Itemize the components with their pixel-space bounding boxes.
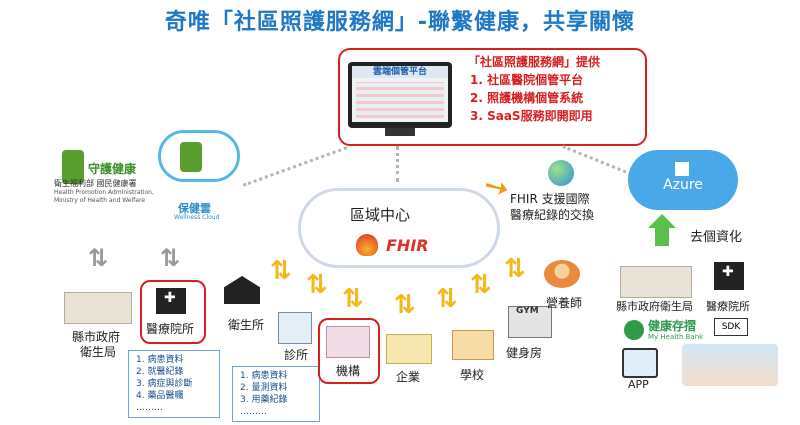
fhir-note-line1: FHIR 支援國際 xyxy=(510,192,590,206)
exchange-arrow-icon: ⇅ xyxy=(342,284,364,314)
nutritionist-label: 營養師 xyxy=(546,296,583,310)
hospital-list-item: 2. 就醫紀錄 xyxy=(136,367,184,377)
hospital-label: 醫療院所 xyxy=(146,322,195,336)
provide-heading: 「社區照護服務網」提供 xyxy=(468,55,601,69)
hospital-list-item: 4. 藥品醫囑 xyxy=(136,391,184,401)
ministry-en-1: Health Promotion Administration, xyxy=(54,189,154,196)
county-label-1: 縣市政府 xyxy=(72,330,121,344)
hospital-icon xyxy=(156,288,186,314)
health-station-label: 衛生所 xyxy=(228,318,265,332)
tablet-icon xyxy=(622,348,658,378)
connector-left xyxy=(242,146,348,187)
exchange-arrow-icon: ⇅ xyxy=(270,256,292,286)
connector-down xyxy=(396,146,399,182)
exchange-arrow-icon: ⇅ xyxy=(504,254,526,284)
school-label: 學校 xyxy=(460,368,485,382)
provide-item: 3. SaaS服務即開即用 xyxy=(470,109,593,123)
exchange-arrow-icon: ⇅ xyxy=(436,284,458,314)
exchange-arrow-icon: ⇅ xyxy=(470,270,492,300)
right-hospital-icon xyxy=(714,262,744,290)
windows-icon xyxy=(675,162,689,176)
gym-label: 健身房 xyxy=(506,346,543,360)
wellness-cloud-icon xyxy=(158,130,240,182)
clinic-building-icon xyxy=(278,312,312,344)
page-title: 奇唯「社區照護服務網」-聯繫健康，共享關懷 xyxy=(164,10,636,35)
globe-icon xyxy=(548,160,574,186)
gym-building-icon xyxy=(508,306,552,338)
county-bureau-building-icon xyxy=(620,266,692,298)
up-arrow-icon xyxy=(648,214,676,228)
fhir-label: FHIR xyxy=(386,236,429,255)
hospital-list-item: ……… xyxy=(136,403,163,413)
health-station-icon xyxy=(224,276,260,304)
hospital-list-item: 1. 病患資料 xyxy=(136,355,184,365)
clinic-data-list xyxy=(232,366,320,422)
county-label-2: 衛生局 xyxy=(80,345,117,359)
family-photo xyxy=(682,344,778,386)
clinic-list-item: 1. 病患資料 xyxy=(240,371,288,381)
nutritionist-icon xyxy=(544,260,580,288)
hospital-cross-icon: ✚ xyxy=(164,290,176,306)
clinic-label: 診所 xyxy=(284,348,309,362)
enterprise-building-icon xyxy=(386,334,432,364)
county-bureau-label: 縣市政府衛生局 xyxy=(616,300,693,313)
fhir-note-line2: 醫療紀錄的交換 xyxy=(510,208,595,222)
exchange-arrow-icon: ⇅ xyxy=(394,290,416,320)
guard-health-logo xyxy=(62,150,84,184)
county-building-icon xyxy=(64,292,132,324)
provide-item: 2. 照護機構個管系統 xyxy=(470,91,584,105)
azure-label: Azure xyxy=(663,177,703,193)
health-bank-text: 健康存摺 xyxy=(648,319,697,333)
azure-cloud: Azure xyxy=(628,150,738,210)
monitor-stand xyxy=(385,128,415,136)
health-bank-logo xyxy=(624,320,644,340)
health-bank-en: My Health Bank xyxy=(648,333,704,341)
screen-content xyxy=(356,82,444,118)
deidentify-label: 去個資化 xyxy=(690,230,743,245)
wellness-hand-icon xyxy=(180,142,202,172)
up-arrow-shaft xyxy=(655,228,669,246)
hospital-data-list xyxy=(128,350,220,418)
enterprise-label: 企業 xyxy=(396,370,421,384)
clinic-list-item: 3. 用藥紀錄 xyxy=(240,395,288,405)
regional-center-label: 區域中心 xyxy=(350,206,411,224)
exchange-arrow-icon: ⇅ xyxy=(88,244,109,272)
institution-building-icon xyxy=(326,326,370,358)
sdk-badge: SDK xyxy=(714,318,748,336)
app-label: APP xyxy=(628,378,649,391)
school-building-icon xyxy=(452,330,494,360)
clinic-list-item: 2. 量測資料 xyxy=(240,383,288,393)
platform-screen-title: 雲端個管平台 xyxy=(352,66,448,78)
flame-icon xyxy=(356,234,378,256)
right-hospital-label: 醫療院所 xyxy=(706,300,750,313)
regional-center-cloud xyxy=(298,188,500,268)
hospital-node-highlight xyxy=(140,280,206,344)
institution-label: 機構 xyxy=(336,364,361,378)
exchange-arrow-icon: ⇅ xyxy=(306,270,328,300)
provide-item: 1. 社區醫院個管平台 xyxy=(470,73,584,87)
ministry-name: 衛生福利部 國民健康署 xyxy=(54,179,137,188)
right-hospital-cross-icon: ✚ xyxy=(722,264,734,280)
clinic-list-item: ……… xyxy=(240,407,267,417)
hospital-list-item: 3. 病症與診斷 xyxy=(136,379,193,389)
wellness-cloud-en: Wellness Cloud xyxy=(174,214,220,221)
ministry-en-2: Ministry of Health and Welfare xyxy=(54,197,145,204)
institution-node-highlight xyxy=(318,318,380,384)
wellness-cloud-text: 保健雲 xyxy=(178,202,211,215)
exchange-arrow-icon: ⇅ xyxy=(160,244,181,272)
gym-sign: GYM xyxy=(516,306,539,316)
guard-health-text: 守護健康 xyxy=(88,162,137,176)
